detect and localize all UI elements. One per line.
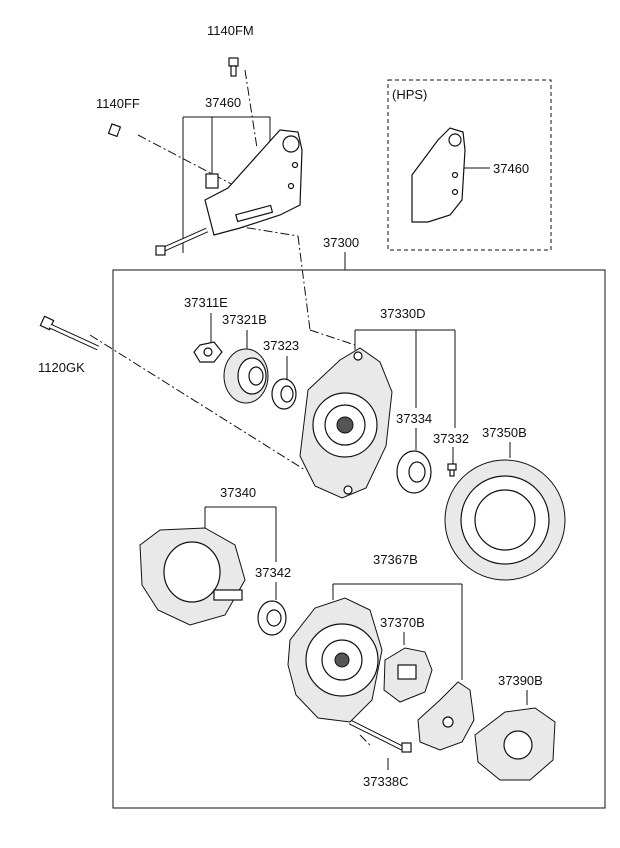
alternator-assembly-frame	[112, 269, 606, 809]
label-37460: 37460	[205, 95, 241, 110]
bearing-37334	[396, 450, 432, 494]
bolt-1140fm	[228, 57, 239, 77]
spacer-37323	[271, 378, 297, 410]
bracket-37460	[204, 129, 303, 236]
label-37321b: 37321B	[222, 312, 267, 327]
label-37323: 37323	[263, 338, 299, 353]
rear-cover-37390b	[474, 707, 556, 781]
rectifier-plate	[417, 681, 475, 751]
label-37311e: 37311E	[184, 295, 228, 310]
label-37338c: 37338C	[363, 774, 409, 789]
alignment-lines	[89, 69, 371, 746]
label-37300: 37300	[323, 235, 359, 250]
label-37350b: 37350B	[482, 425, 527, 440]
bracket-37460-hps	[411, 127, 466, 223]
label-37330d: 37330D	[380, 306, 426, 321]
pulley-37321b	[223, 348, 269, 404]
stator-37350b	[444, 459, 566, 581]
bolt-1120gk	[39, 315, 100, 351]
bolt-37338c	[348, 719, 412, 753]
rotor-37340	[139, 527, 246, 626]
label-37334: 37334	[396, 411, 432, 426]
label-1140ff: 1140FF	[96, 96, 140, 111]
part-labels: 1140FM 1140FF 37460 (HPS) 37460 37300 37…	[38, 23, 543, 789]
leader-lines	[182, 116, 528, 770]
label-hps: (HPS)	[392, 87, 427, 102]
label-37332: 37332	[433, 431, 469, 446]
label-37342: 37342	[255, 565, 291, 580]
regulator-37370b	[383, 647, 433, 703]
label-1120gk: 1120GK	[38, 360, 85, 375]
label-37367b: 37367B	[373, 552, 418, 567]
label-37460-hps: 37460	[493, 161, 529, 176]
label-37340: 37340	[220, 485, 256, 500]
label-37390b: 37390B	[498, 673, 543, 688]
hps-frame	[387, 79, 552, 251]
rear-housing-37367b	[287, 597, 383, 723]
front-housing-37330d	[299, 347, 393, 499]
label-37370b: 37370B	[380, 615, 425, 630]
screw-37332	[447, 463, 457, 477]
bolt-long-bracket	[155, 227, 209, 256]
label-1140fm: 1140FM	[207, 23, 254, 38]
bearing-37342	[257, 600, 287, 636]
nut-37311e	[193, 341, 223, 363]
bolt-1140ff	[107, 123, 149, 143]
